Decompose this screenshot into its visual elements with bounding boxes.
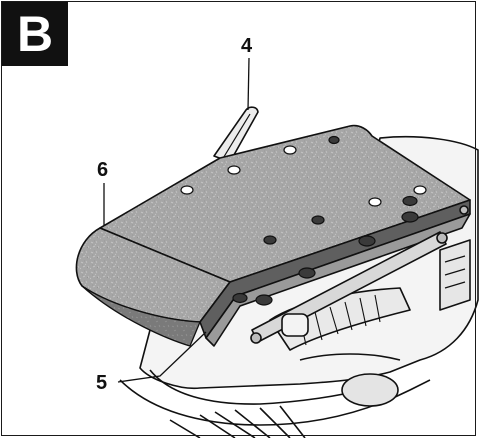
panel-label: B xyxy=(2,2,68,66)
base-plate xyxy=(199,199,471,347)
clamp-lever xyxy=(213,106,259,163)
leader-lines xyxy=(103,57,250,383)
callout-6: 6 xyxy=(97,159,109,181)
callout-4: 4 xyxy=(241,35,253,57)
sanding-paper xyxy=(75,124,471,347)
dust-holes xyxy=(180,135,427,306)
callout-5: 5 xyxy=(96,372,108,394)
